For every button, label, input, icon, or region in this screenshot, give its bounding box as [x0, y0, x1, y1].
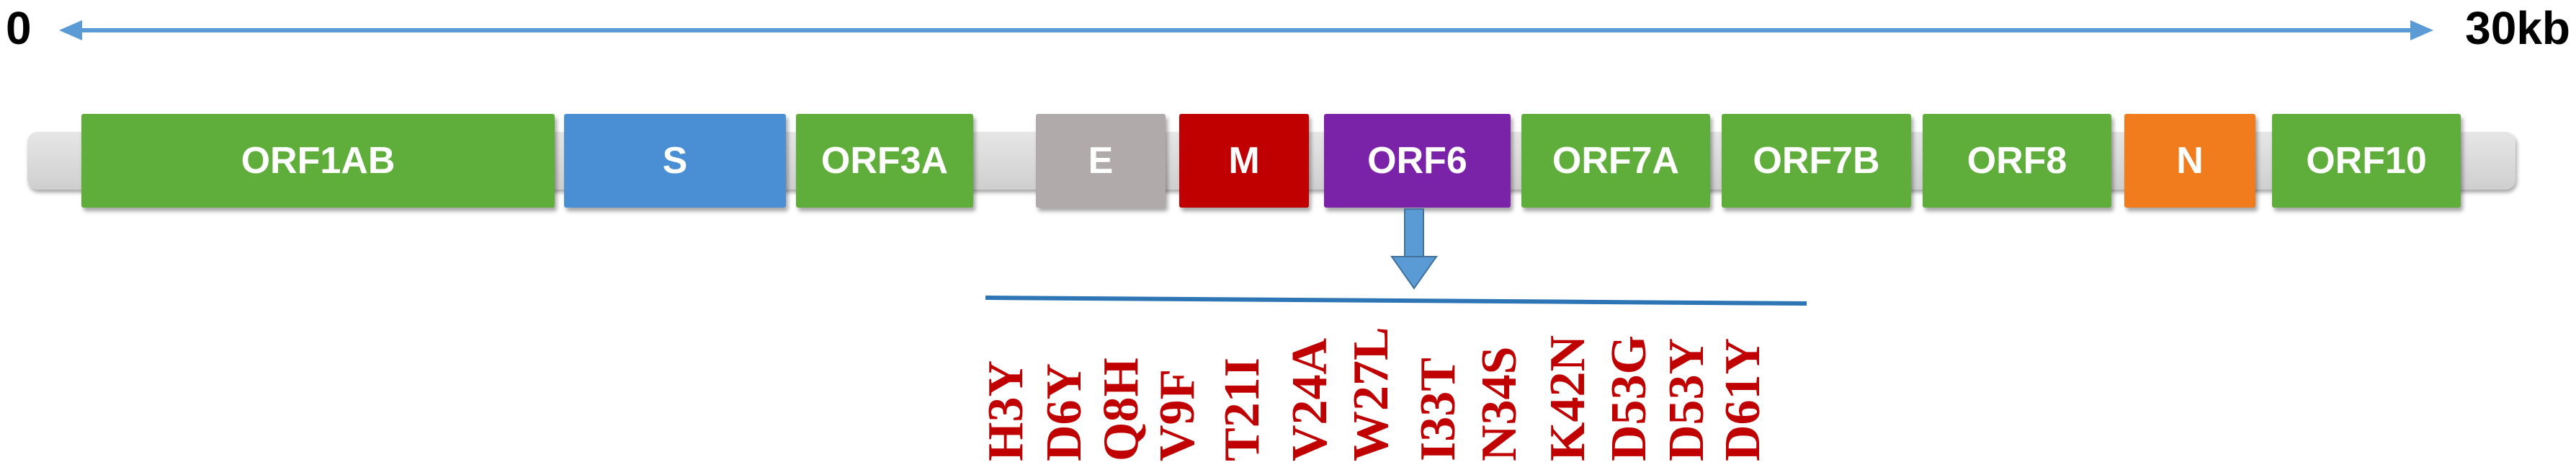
axis-left-arrowhead: [59, 20, 82, 40]
gene-orf7b: ORF7B: [1722, 114, 1911, 208]
gene-orf10: ORF10: [2272, 114, 2461, 208]
gene-label: ORF8: [1967, 140, 2067, 182]
mutation-label: W27L: [1343, 327, 1399, 461]
gene-n: N: [2124, 114, 2255, 208]
gene-m: M: [1179, 114, 1309, 208]
callout-arrow-head: [1390, 256, 1438, 290]
callout-arrow-shaft: [1404, 208, 1424, 259]
gene-s: S: [564, 114, 786, 208]
axis-right-arrowhead: [2410, 20, 2433, 40]
gene-e: E: [1036, 114, 1166, 208]
scale-end-label: 30kb: [2465, 2, 2570, 54]
gene-label: ORF1AB: [241, 140, 395, 182]
mutation-label: Q8H: [1094, 358, 1149, 461]
gene-orf3a: ORF3A: [796, 114, 973, 208]
scale-start-label: 0: [6, 2, 32, 54]
gene-label: ORF7A: [1552, 140, 1680, 182]
mutation-label: D53Y: [1659, 337, 1714, 461]
gene-orf6: ORF6: [1324, 114, 1511, 208]
mutation-label: D61Y: [1715, 337, 1771, 461]
mutation-label: V24A: [1282, 337, 1338, 461]
gene-label: S: [662, 140, 688, 182]
gene-label: M: [1228, 140, 1260, 182]
gene-label: ORF3A: [820, 140, 949, 182]
mutation-label: D53G: [1601, 335, 1657, 461]
mutation-bracket-line: [985, 296, 1807, 306]
mutation-label: V9F: [1150, 368, 1205, 461]
gene-label: N: [2176, 140, 2204, 182]
mutation-label: I33T: [1410, 358, 1466, 461]
gene-label: ORF10: [2306, 140, 2427, 182]
gene-label: E: [1088, 140, 1114, 182]
gene-label: ORF6: [1367, 140, 1467, 182]
mutation-label: N34S: [1472, 346, 1527, 461]
gene-orf7a: ORF7A: [1521, 114, 1710, 208]
gene-label: ORF7B: [1753, 140, 1880, 182]
mutation-label: T21I: [1215, 358, 1270, 461]
mutation-label: H3Y: [978, 360, 1034, 461]
gene-orf8: ORF8: [1923, 114, 2111, 208]
gene-orf1ab: ORF1AB: [81, 114, 555, 208]
mutation-label: D6Y: [1037, 363, 1092, 461]
mutation-label: K42N: [1540, 335, 1596, 461]
